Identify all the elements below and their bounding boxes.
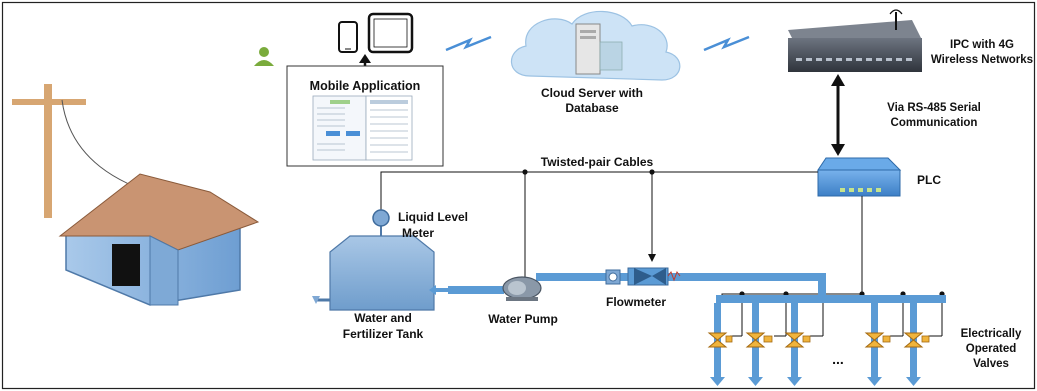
- valves-label-line1: Electrically: [960, 328, 1022, 340]
- valve-icon: [707, 332, 733, 348]
- flowmeter-label: Flowmeter: [605, 295, 666, 309]
- user-icon: [254, 47, 274, 66]
- plc-label: PLC: [917, 173, 941, 187]
- outlet-arrows: [710, 377, 921, 386]
- ipc-device: [788, 20, 922, 72]
- plc-device: [817, 157, 902, 197]
- ipc-label-line2: Wireless Networks: [930, 54, 1034, 66]
- valve-icon: [903, 332, 930, 348]
- valve-icon: [745, 332, 773, 348]
- lightning-icon: [445, 35, 492, 52]
- cloud-server-label-line2: Database: [565, 101, 619, 115]
- liquid-level-label: Liquid Level Meter: [398, 209, 468, 241]
- liquid-level-label-line2: Meter: [402, 226, 435, 240]
- main-pipe: [448, 273, 946, 303]
- ipc-label: IPC with 4G Wireless Networks: [930, 38, 1034, 68]
- valves-ellipsis: ...: [832, 351, 844, 367]
- valves-label-line2: Operated: [965, 343, 1017, 355]
- twisted-pair-label: Twisted-pair Cables: [540, 155, 654, 169]
- tank-label-line1: Water and: [354, 311, 412, 325]
- server-icon: [575, 23, 623, 75]
- tank-label-line2: Fertilizer Tank: [342, 327, 424, 341]
- lightning-icon: [703, 35, 750, 52]
- rs485-label-line1: Via RS-485 Serial: [887, 102, 981, 114]
- cloud-server-label: Cloud Server with Database: [512, 86, 672, 116]
- twisted-pair-cables: [380, 171, 943, 337]
- rs485-label-line2: Communication: [890, 117, 978, 129]
- valve-icon: [864, 332, 891, 348]
- liquid-level-meter-icon: [372, 209, 390, 227]
- water-pump-label: Water Pump: [488, 312, 558, 326]
- cloud-server-label-line1: Cloud Server with: [540, 86, 644, 100]
- ipc-label-line1: IPC with 4G: [950, 39, 1014, 51]
- water-fertilizer-tank: [312, 209, 448, 311]
- liquid-level-label-line1: Liquid Level: [398, 210, 469, 224]
- rs485-link: [831, 74, 845, 156]
- house-icon: [58, 173, 260, 306]
- app-screenshot: [312, 95, 413, 161]
- flowmeter-icon: [605, 267, 681, 286]
- flowmeter-signal-arrow: [648, 254, 656, 262]
- valves-label: Electrically Operated Valves: [950, 327, 1032, 372]
- smartphone-icon: [338, 21, 358, 53]
- tank-label: Water and Fertilizer Tank: [322, 310, 444, 342]
- water-pump-icon: [502, 276, 542, 301]
- tablet-icon: [367, 12, 414, 54]
- rs485-label: Via RS-485 Serial Communication: [876, 101, 992, 131]
- antenna-icon: [889, 9, 903, 30]
- valves-label-line3: Valves: [973, 358, 1009, 370]
- valve-icon: [784, 332, 811, 348]
- mobile-app-label: Mobile Application: [309, 79, 421, 93]
